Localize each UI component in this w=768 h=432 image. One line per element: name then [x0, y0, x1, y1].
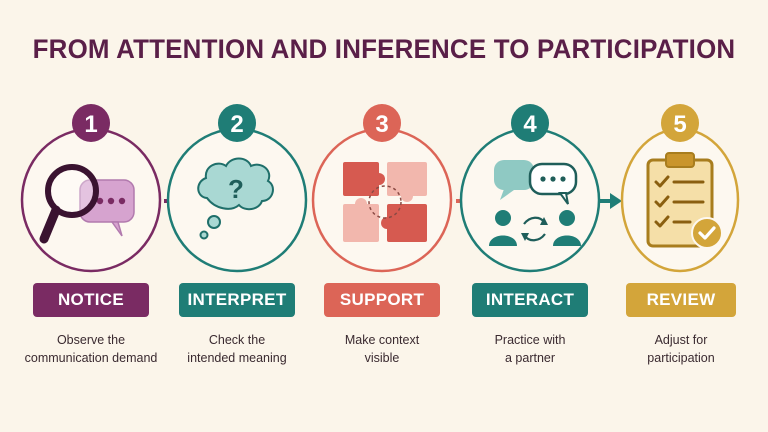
step-5-number: 5 — [673, 111, 686, 138]
question-thought-bubble-icon — [197, 157, 274, 240]
desc-line: a partner — [504, 351, 556, 365]
step-5-badge — [661, 104, 699, 142]
step-3-ring — [311, 127, 453, 273]
step-desc-interact: Practice with a partner — [455, 331, 605, 367]
step-desc-notice: Observe the communication demand — [16, 331, 166, 367]
step-label-notice: NOTICE — [33, 283, 149, 317]
question-mark-glyph: ? — [228, 174, 244, 204]
step-desc-review: Adjust for participation — [606, 331, 756, 367]
step-4-ring — [459, 127, 601, 273]
desc-line: Observe the — [56, 333, 126, 347]
step-2-badge — [218, 104, 256, 142]
step-label-interpret: INTERPRET — [179, 283, 295, 317]
desc-line: Make context — [344, 333, 420, 347]
step-desc-interpret: Check the intended meaning — [162, 331, 312, 367]
clipboard-checklist-icon — [646, 152, 723, 249]
desc-line: communication demand — [24, 351, 158, 365]
step-4-badge — [511, 104, 549, 142]
step-label-interact: INTERACT — [472, 283, 588, 317]
arrow-4-5-icon — [598, 193, 622, 209]
step-review: 5 — [620, 104, 740, 273]
desc-line: intended meaning — [187, 351, 287, 365]
desc-line: Adjust for — [654, 333, 708, 347]
puzzle-pieces-icon — [343, 162, 427, 242]
step-desc-support: Make context visible — [307, 331, 457, 367]
two-people-conversation-icon — [489, 160, 581, 246]
page-title: FROM ATTENTION AND INFERENCE TO PARTICIP… — [32, 34, 736, 64]
step-3-number: 3 — [375, 111, 388, 138]
step-label-support: SUPPORT — [324, 283, 440, 317]
step-3-badge — [363, 104, 401, 142]
step-4-number: 4 — [523, 111, 537, 138]
magnifier-speech-bubble-icon — [39, 164, 135, 244]
step-interpret: 2 ? — [166, 104, 308, 273]
desc-line: visible — [364, 351, 400, 365]
step-notice: 1 — [20, 104, 162, 273]
desc-line: participation — [647, 351, 715, 365]
desc-line: Practice with — [494, 333, 566, 347]
step-support: 3 — [311, 104, 453, 273]
step-label-review: REVIEW — [626, 283, 736, 317]
desc-line: Check the — [208, 333, 266, 347]
step-1-number: 1 — [84, 111, 97, 138]
step-interact: 4 — [459, 104, 601, 273]
step-2-number: 2 — [230, 111, 243, 138]
step-1-badge — [72, 104, 110, 142]
